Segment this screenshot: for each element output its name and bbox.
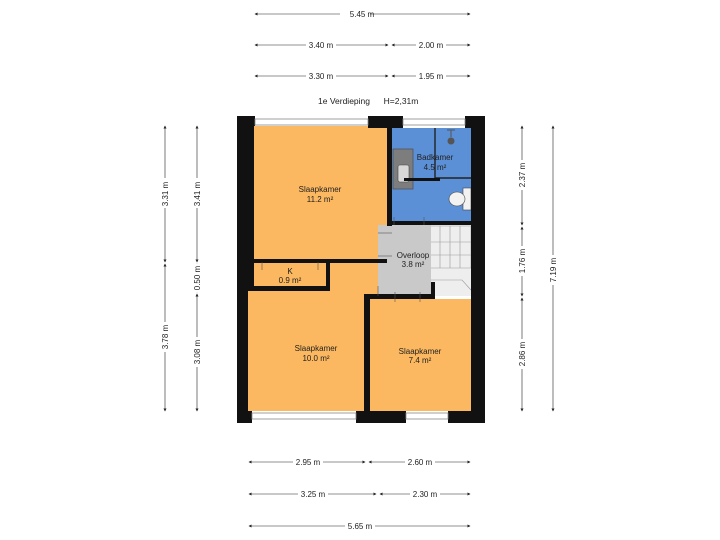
room-area: 7.4 m² [409,356,432,365]
wall [254,259,387,263]
dimension-label: 2.30 m [413,490,438,499]
room-name: K [287,267,293,276]
door-marks [261,217,425,302]
floor-height: H=2,31m [384,96,419,106]
wall [237,116,255,126]
wall [237,116,254,291]
wall [404,178,440,181]
dimension-label: 2.00 m [419,41,444,50]
dimension-label: 5.45 m [350,10,375,19]
dimension-label: 3.25 m [301,490,326,499]
room-slaapkamer-bottom-left-fill [248,263,378,411]
dimension-label: 3.40 m [309,41,334,50]
wall [448,411,485,423]
dimension-label: 3.30 m [309,72,334,81]
wall [431,282,435,299]
room-area: 11.2 m² [307,195,334,204]
wall [387,221,471,225]
dimension-label: 2.86 m [518,341,527,366]
room-area: 4.5 m² [424,163,447,172]
room-area: 10.0 m² [302,354,329,363]
wall [237,286,248,423]
toilet-bowl-icon [448,191,466,207]
wall [387,126,392,226]
sink-icon [397,164,410,183]
room-name: Overloop [397,251,430,260]
window [405,412,449,420]
room-k-fill [254,261,326,286]
dimension-label: 2.95 m [296,458,321,467]
walls [237,116,485,423]
dimension-label: 3.31 m [161,181,170,206]
floor-name: 1e Verdieping [318,96,370,106]
dimension-labels: 5.45 m 3.40 m 2.00 m 3.30 m 1.95 m 3.31 … [160,9,558,531]
dimension-label: 2.60 m [408,458,433,467]
shower-drain-icon [447,137,455,145]
dimension-label: 1.76 m [518,248,527,273]
dimension-label: 3.08 m [193,339,202,364]
wall [248,286,330,291]
room-labels: Slaapkamer 11.2 m² Badkamer 4.5 m² Overl… [279,153,454,365]
wall [326,259,330,291]
room-area: 0.9 m² [279,276,302,285]
window [251,412,357,420]
windows [251,118,466,420]
room-name: Slaapkamer [399,347,442,356]
dimension-label: 3.78 m [161,324,170,349]
room-name: Slaapkamer [299,185,342,194]
wall [237,411,252,423]
room-slaapkamer-top-fill [254,126,387,261]
stairs-area [431,225,471,296]
room-area: 3.8 m² [402,260,425,269]
window [402,118,466,126]
window [254,118,369,126]
dimension-label: 0.50 m [193,265,202,290]
wall [368,116,403,128]
dimension-label: 3.41 m [193,181,202,206]
room-name: Slaapkamer [295,344,338,353]
dimension-label: 2.37 m [518,162,527,187]
room-name: Badkamer [417,153,454,162]
dimension-label: 1.95 m [419,72,444,81]
wall [356,411,406,423]
dimension-label: 7.19 m [549,257,558,282]
wall [364,294,431,299]
room-slaapkamer-bottom-right-fill [370,299,471,411]
wall [364,294,370,411]
dimension-label: 5.65 m [348,522,373,531]
wall [471,116,485,423]
floor-header: 1e Verdieping H=2,31m [318,96,418,106]
